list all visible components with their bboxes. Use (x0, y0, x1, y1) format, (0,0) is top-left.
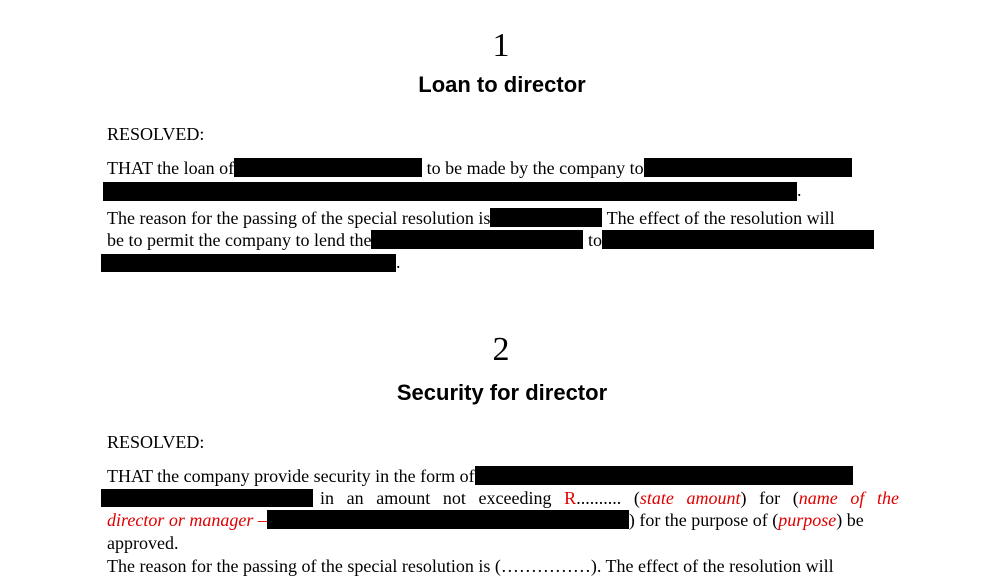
resolution-text: ) for ( (740, 488, 799, 508)
resolution-text: . (396, 252, 401, 272)
redaction-bar (601, 230, 874, 249)
resolved-label: RESOLVED: (107, 124, 205, 144)
placeholder-text: state amount (639, 488, 741, 508)
resolution-paragraph-line: The reason for the passing of the specia… (107, 555, 902, 577)
redaction-bar (371, 230, 584, 249)
resolution-text: ) for the purpose of ( (628, 510, 779, 530)
redaction-bar (474, 466, 853, 485)
resolution-text: R (564, 488, 577, 508)
resolution-text: be to permit the company to lend the (107, 230, 372, 250)
resolution-text: . (797, 180, 802, 200)
resolution-text: approved. (107, 533, 179, 553)
section-title: Loan to director (418, 72, 586, 97)
resolution-paragraph-line: THAT the company provide security in the… (107, 465, 902, 487)
resolution-text: THAT the company provide security in the… (107, 466, 475, 486)
resolution-text: to (587, 230, 602, 250)
section-number: 2 (492, 331, 510, 368)
resolution-text: .......... ( (576, 488, 640, 508)
placeholder-text: name of the (798, 488, 899, 508)
section-title: Security for director (396, 380, 608, 405)
redaction-bar (490, 208, 603, 227)
resolution-text: THAT the loan of (107, 158, 235, 178)
resolution-text: in an amount not exceeding (320, 488, 552, 508)
redaction-bar (234, 158, 423, 177)
resolution-text: The reason for the passing of the specia… (107, 556, 834, 576)
resolution-paragraph-line: be to permit the company to lend the to (107, 229, 902, 251)
resolution-text: The reason for the passing of the specia… (107, 208, 491, 228)
resolution-paragraph-line: The reason for the passing of the specia… (107, 207, 902, 229)
resolution-paragraph-line: approved. (107, 532, 902, 554)
placeholder-text: purpose (778, 510, 837, 530)
redaction-bar (266, 510, 629, 529)
resolution-text: ) be (836, 510, 864, 530)
redaction-bar (103, 182, 797, 201)
redaction-bar (101, 254, 396, 272)
resolution-paragraph-line: director or manager – ) for the purpose o… (107, 509, 902, 531)
redaction-bar (643, 158, 852, 177)
resolution-paragraph-line: THAT the loan of to be made by the compa… (107, 157, 902, 179)
redaction-bar (101, 489, 313, 507)
resolved-label: RESOLVED: (107, 432, 205, 452)
placeholder-text: director or manager – (107, 510, 267, 530)
section-number: 1 (492, 27, 510, 64)
resolution-text: The effect of the resolution will (606, 208, 835, 228)
resolution-paragraph-line: in an amount not exceeding R.......... (… (320, 487, 899, 509)
resolution-text: to be made by the company to (426, 158, 644, 178)
